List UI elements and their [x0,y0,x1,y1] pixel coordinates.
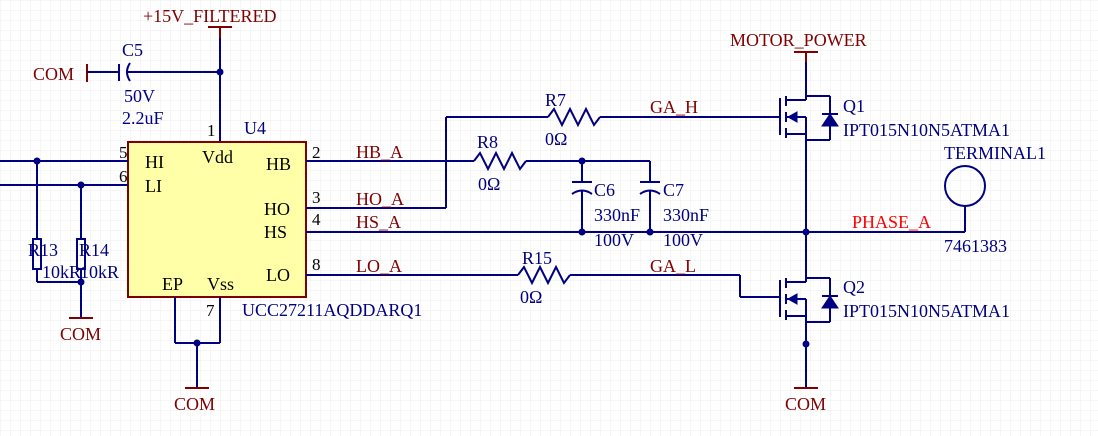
mosfet-q2: Q2 IPT015N10N5ATMA1 [779,232,1010,388]
ic-u4: U4 UCC27211AQDDARQ1 HI LI Vdd HB HO HS L… [119,118,422,320]
pin-lo-label: LO [266,265,290,285]
ic-body [127,141,307,298]
net-lo-label: LO_A [356,256,402,276]
pin-2-number: 2 [312,143,321,162]
junction-c6-bottom [578,228,586,236]
pin-ep-label: EP [162,274,183,294]
pin-8-number: 8 [312,255,321,274]
r14-ref: R14 [79,240,109,260]
c5-com-label: COM [33,64,74,84]
r7-value: 0Ω [545,129,567,149]
vcc-power-port: +15V_FILTERED [143,6,277,38]
resistor-r7: R7 0Ω [545,90,601,149]
vcc-label: +15V_FILTERED [143,6,277,26]
pin-1-number: 1 [207,121,216,140]
c7-value: 330nF [663,205,709,225]
junction-c7-bottom [646,228,654,236]
com-port-left: COM [60,317,101,344]
motor-power-port: MOTOR_POWER [730,30,867,62]
pin-5-number: 5 [119,143,128,162]
pin-6-number: 6 [119,167,128,186]
c7-ref: C7 [663,180,684,200]
net-phase-label: PHASE_A [852,212,931,232]
terminal-ref: TERMINAL1 [944,143,1046,163]
r15-ref: R15 [522,248,552,268]
pin-hb-label: HB [266,154,291,174]
capacitor-c7: C7 330nF 100V [639,161,709,250]
c6-value: 330nF [594,205,640,225]
mosfet-q1: Q1 IPT015N10N5ATMA1 [779,95,1010,232]
q1-ref: Q1 [843,96,865,116]
junction-q2-source [802,340,810,348]
r8-value: 0Ω [478,174,500,194]
terminal-part: 7461383 [944,236,1007,256]
com-label-q2: COM [785,394,826,414]
c6-voltage: 100V [594,230,634,250]
motor-power-label: MOTOR_POWER [730,30,867,50]
r15-value: 0Ω [520,287,542,307]
pin-vdd-label: Vdd [202,147,233,167]
net-ho-label: HO_A [356,189,404,209]
q1-part: IPT015N10N5ATMA1 [843,120,1010,140]
q2-ref: Q2 [843,277,865,297]
c7-voltage: 100V [663,230,703,250]
pin-7-number: 7 [206,301,215,320]
com-port-q2: COM [785,387,826,414]
junction-resistor-bottom [77,278,85,286]
pin-hi-label: HI [145,152,164,172]
net-hs-label: HS_A [356,212,401,232]
r7-ref: R7 [545,90,566,110]
c5-ref: C5 [122,40,143,60]
resistor-r14: R14 10kR [76,185,119,318]
r14-value: 10kR [80,262,119,282]
capacitor-c5: COM C5 50V 2.2uF [33,40,220,128]
pin-4-number: 4 [312,210,321,229]
terminal-1: TERMINAL1 7461383 [944,143,1046,256]
com-label-ic: COM [174,394,215,414]
c5-value: 2.2uF [122,108,164,128]
pin-vss-label: Vss [207,274,234,294]
ic-part: UCC27211AQDDARQ1 [242,300,422,320]
r13-ref: R13 [28,240,58,260]
resistor-r8: R8 0Ω [473,132,527,194]
r8-ref: R8 [477,132,498,152]
pin-ho-label: HO [264,199,290,219]
pin-3-number: 3 [312,188,321,207]
capacitor-c6: C6 330nF 100V [571,161,640,250]
net-hb-label: HB_A [356,142,403,162]
resistor-r15: R15 0Ω [517,248,571,307]
r13-value: 10kR [42,262,81,282]
c6-ref: C6 [594,180,615,200]
resistor-r13: R13 10kR [28,161,81,282]
q2-part: IPT015N10N5ATMA1 [843,301,1010,321]
com-label-left: COM [60,324,101,344]
pin-li-label: LI [145,176,162,196]
c5-voltage: 50V [124,86,155,106]
ic-designator: U4 [244,118,266,138]
pin-hs-label: HS [264,222,287,242]
net-ga-h-label: GA_H [650,97,698,117]
com-port-ic: COM [174,387,215,414]
net-ga-l-label: GA_L [650,256,696,276]
